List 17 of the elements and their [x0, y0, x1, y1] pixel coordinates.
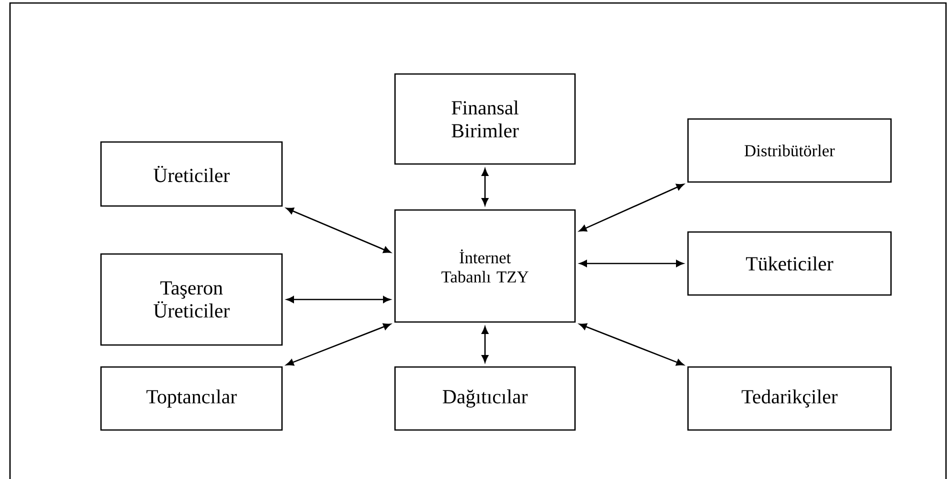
arrow: [579, 260, 684, 267]
box: İnternet Tabanlı TZY: [394, 209, 576, 323]
box: Tüketiciler: [687, 231, 892, 296]
box: Dağıtıcılar: [394, 366, 576, 431]
box: Distribütörler: [687, 118, 892, 183]
arrow: [482, 168, 488, 206]
box: Toptancılar: [100, 366, 283, 431]
box: Tedarikçiler: [687, 366, 892, 431]
arrow: [286, 296, 391, 303]
arrow: [579, 323, 684, 366]
box: Üreticiler: [100, 141, 283, 207]
box: Taşeron Üreticiler: [100, 253, 283, 346]
arrow: [286, 208, 391, 254]
arrow: [579, 184, 684, 232]
arrow: [286, 323, 391, 366]
arrow: [482, 326, 488, 363]
box: Finansal Birimler: [394, 73, 576, 165]
